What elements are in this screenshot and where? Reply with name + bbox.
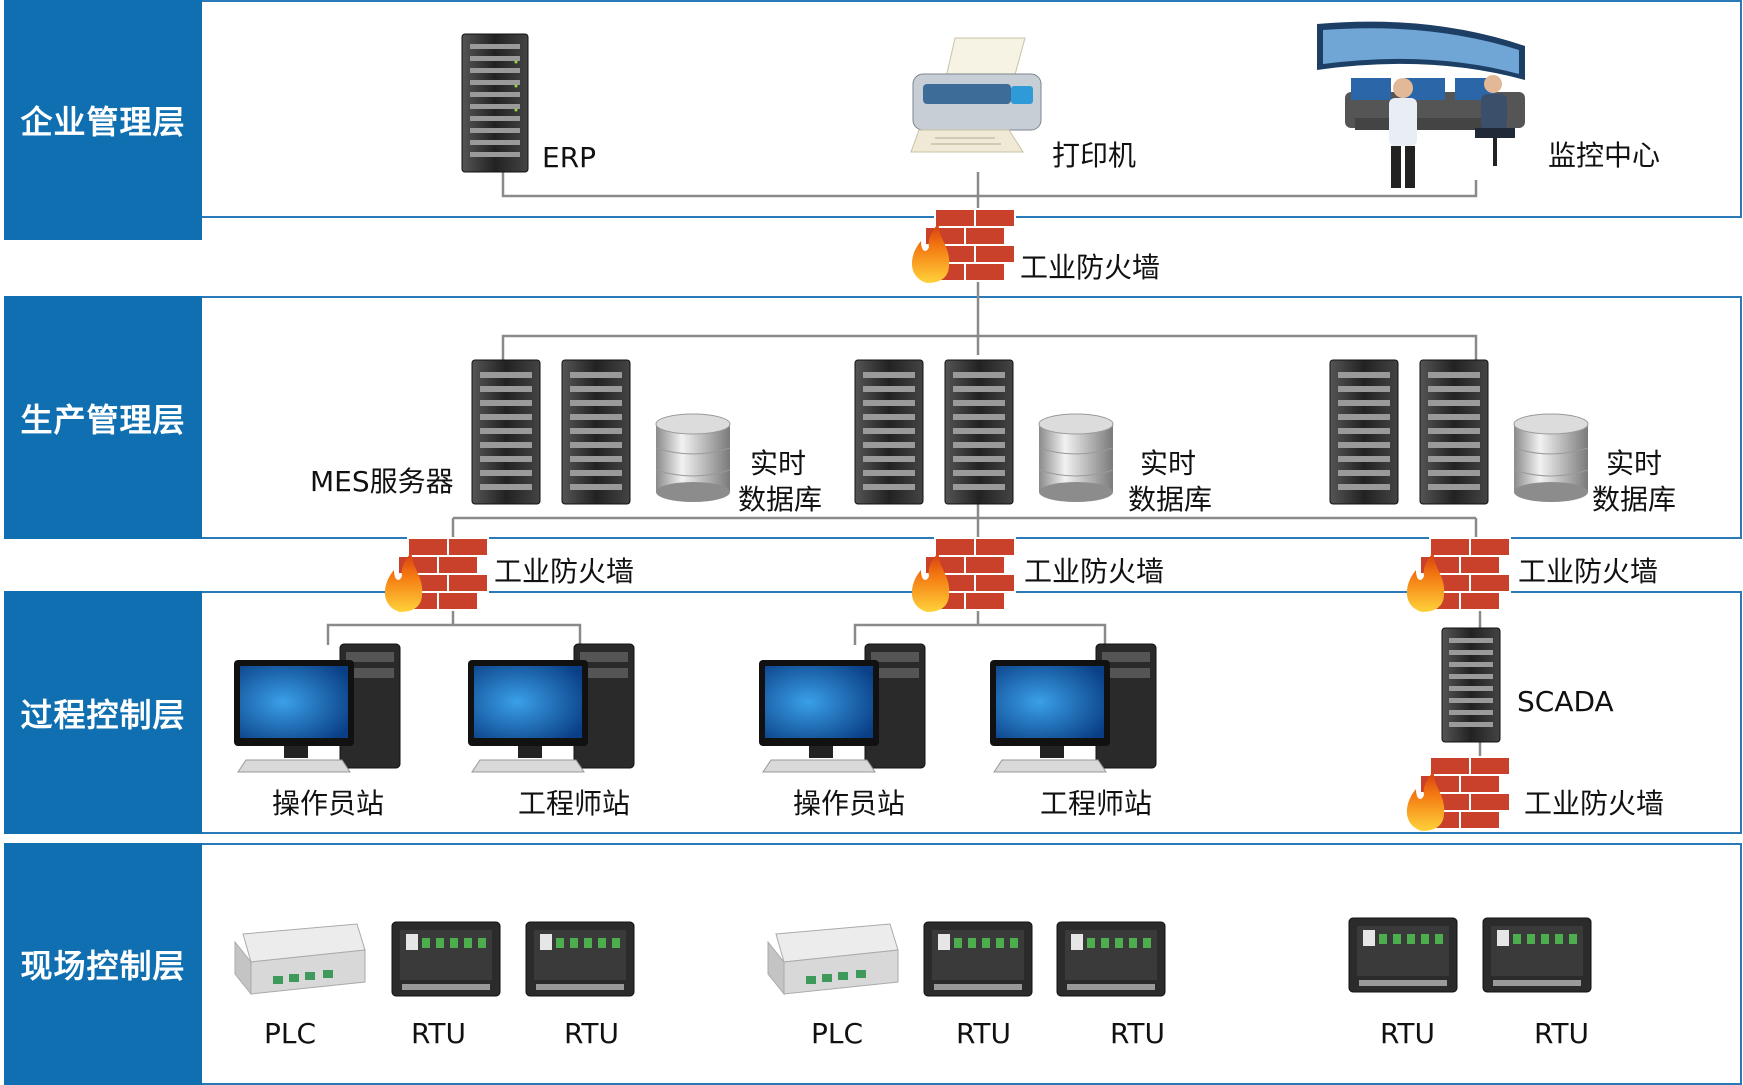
erp-label: ERP	[542, 141, 597, 174]
database-icon	[655, 413, 731, 502]
plc-icon	[767, 923, 899, 996]
rtdb-label-line1: 实时	[1140, 447, 1197, 480]
monitor-center-label: 监控中心	[1548, 139, 1661, 172]
operator-station-label: 操作员站	[793, 787, 906, 820]
firewall-icon	[911, 537, 1016, 612]
rtu-label: RTU	[411, 1017, 467, 1050]
plc-label: PLC	[264, 1017, 317, 1050]
mes-server-label: MES服务器	[310, 465, 454, 498]
firewall-label: 工业防火墙	[1024, 555, 1165, 588]
firewall-icon	[1406, 537, 1511, 612]
printer-label: 打印机	[1052, 139, 1137, 172]
operator-station-label: 操作员站	[272, 787, 385, 820]
mes-server-icon	[944, 359, 1014, 505]
engineer-station-icon	[990, 643, 1157, 773]
database-icon	[1513, 413, 1589, 502]
rtu-icon	[1056, 921, 1166, 997]
monitor-center-icon	[1317, 21, 1525, 188]
engineer-station-icon	[468, 643, 635, 773]
layer-label-process: 过程控制层	[4, 591, 202, 834]
firewall-icon	[384, 537, 489, 612]
firewall-label: 工业防火墙	[1524, 787, 1665, 820]
firewall-label: 工业防火墙	[1020, 251, 1161, 284]
firewall-icon	[1406, 756, 1511, 831]
erp-server-icon	[461, 33, 529, 173]
layer-label-field: 现场控制层	[4, 843, 202, 1085]
layer-label-production: 生产管理层	[4, 296, 202, 539]
mes-server-icon	[1329, 359, 1399, 505]
engineer-station-label: 工程师站	[1040, 787, 1153, 820]
database-icon	[1038, 413, 1114, 502]
firewall-label: 工业防火墙	[1518, 555, 1659, 588]
printer-icon	[910, 37, 1042, 153]
rtdb-label-line2: 数据库	[1128, 483, 1213, 516]
layer-label-enterprise: 企业管理层	[4, 0, 202, 240]
mes-server-icon	[1419, 359, 1489, 505]
plc-icon	[234, 923, 366, 996]
rtdb-label-line1: 实时	[1606, 447, 1663, 480]
firewall-label: 工业防火墙	[494, 555, 635, 588]
rtu-icon	[391, 921, 501, 997]
rtu-icon	[1482, 917, 1592, 993]
rtu-icon	[1348, 917, 1458, 993]
operator-station-icon	[234, 643, 401, 773]
rtdb-label-line2: 数据库	[738, 483, 823, 516]
mes-server-icon	[854, 359, 924, 505]
rtdb-label-line1: 实时	[750, 447, 807, 480]
operator-station-icon	[759, 643, 926, 773]
scada-label: SCADA	[1517, 685, 1614, 718]
rtu-label: RTU	[1534, 1017, 1590, 1050]
plc-label: PLC	[811, 1017, 864, 1050]
engineer-station-label: 工程师站	[518, 787, 631, 820]
mes-server-icon	[561, 359, 631, 505]
rtu-label: RTU	[1110, 1017, 1166, 1050]
firewall-icon	[911, 208, 1016, 283]
rtu-icon	[923, 921, 1033, 997]
rtu-label: RTU	[564, 1017, 620, 1050]
mes-server-icon	[471, 359, 541, 505]
rtu-icon	[525, 921, 635, 997]
rtu-label: RTU	[956, 1017, 1012, 1050]
scada-server-icon	[1441, 627, 1501, 743]
rtu-label: RTU	[1380, 1017, 1436, 1050]
rtdb-label-line2: 数据库	[1592, 483, 1677, 516]
